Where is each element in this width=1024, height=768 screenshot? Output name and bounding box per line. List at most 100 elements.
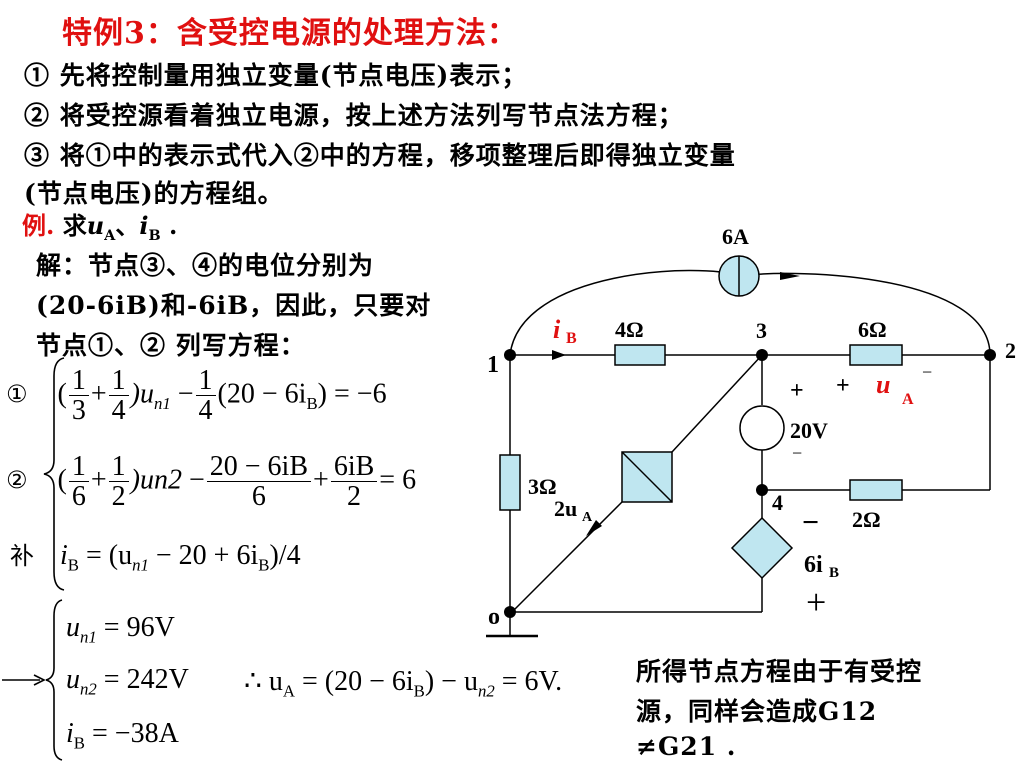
eq3-a-sub: B <box>67 555 79 575</box>
dependent-voltage-source-6ib <box>730 516 794 580</box>
eq1-frac-3-num: 1 <box>195 366 216 397</box>
node-0-dot <box>504 606 516 618</box>
arrow-6a <box>780 272 800 280</box>
solution-line-3: 节点①、② 列写方程： <box>36 331 306 360</box>
resistor-4ohm <box>614 344 666 366</box>
label-minus-4: − <box>802 506 819 539</box>
eq2-rhs: = 6 <box>379 464 417 496</box>
node-2-dot <box>984 349 996 361</box>
final-a: ∴ u <box>244 666 283 697</box>
eq3-a: i <box>60 540 68 571</box>
label-node-3: 3 <box>756 318 767 343</box>
eq1-plus: + <box>90 378 107 410</box>
eq2-frac-3-num: 20 − 6iB <box>206 452 312 483</box>
example-end: . <box>160 211 178 240</box>
eq1-label: ① <box>6 380 28 409</box>
example-var1: u <box>86 211 105 240</box>
eq1-tail-sub: B <box>306 393 318 413</box>
example-var2-sub: B <box>148 226 161 244</box>
eq1-frac-3-den: 4 <box>198 395 213 427</box>
note-line-1: 所得节点方程由于有受控 <box>636 657 923 686</box>
result-un2-sub: n2 <box>80 679 97 699</box>
label-ib: i <box>553 315 561 344</box>
resistor-6ohm <box>849 344 903 366</box>
resistor-2ohm <box>849 479 903 501</box>
eq1-frac-2-den: 4 <box>111 395 126 427</box>
example-sep: 、 <box>115 211 140 240</box>
label-minus-20v: − <box>792 443 802 463</box>
result-un1-var: u <box>66 612 80 643</box>
step-2: ② 将受控源看着独立电源，按上述方法列写节点法方程； <box>24 101 684 130</box>
eq1-tail: (20 − 6i <box>217 378 307 410</box>
eq2-label: ② <box>6 466 28 495</box>
label-node-2: 2 <box>1005 338 1016 363</box>
label-node-1: 1 <box>487 352 499 378</box>
note-line-3: ≠G21 . <box>636 732 737 761</box>
label-plus-ua: + <box>836 373 850 399</box>
label-2ua: 2u <box>554 496 577 521</box>
eq1-open: ( <box>57 378 67 410</box>
eq2-minus: − <box>181 464 205 496</box>
eq3-b: = (u <box>78 540 133 571</box>
final-c: ) − u <box>424 666 478 697</box>
result-un2: un2 = 242V <box>66 664 189 700</box>
eq2-frac-3-den: 6 <box>251 481 266 513</box>
example-ask: 求 <box>54 211 87 240</box>
result-un1-sub: n1 <box>80 627 97 647</box>
label-3ohm: 3Ω <box>528 474 557 499</box>
equation-brace <box>43 357 65 591</box>
eq2-frac-1-den: 6 <box>71 481 86 513</box>
final-b-sub: B <box>413 681 425 701</box>
label-node-0: o <box>488 604 500 630</box>
label-6ib: 6i <box>804 552 823 578</box>
eq2-plus: + <box>90 464 107 496</box>
label-2ohm: 2Ω <box>852 507 881 532</box>
eq1-rhs: ) = −6 <box>317 378 387 410</box>
label-4ohm: 4Ω <box>615 317 644 342</box>
example-line: 例. 求uA、iB . <box>22 206 177 244</box>
result-ib-sub: B <box>73 733 85 753</box>
eq3-b-sub: n1 <box>132 555 149 575</box>
node-3-dot <box>756 349 768 361</box>
result-un2-val: = 242V <box>96 664 189 695</box>
result-un2-var: u <box>66 664 80 695</box>
label-6ohm: 6Ω <box>858 317 887 342</box>
result-ib-val: = −38A <box>84 718 179 749</box>
node-1-dot <box>504 349 516 361</box>
eq2-frac-4-den: 2 <box>347 481 362 513</box>
node-4-dot <box>756 484 768 496</box>
arrow-ib <box>552 350 566 360</box>
result-ib: iB = −38A <box>66 718 179 754</box>
example-label: 例. <box>22 211 55 240</box>
slide-title: 特例3：含受控电源的处理方法： <box>62 16 518 51</box>
eq2-frac-4-num: 6iB <box>330 452 378 483</box>
label-plus-bottom: + <box>806 582 826 622</box>
label-ua-sub: A <box>902 391 914 408</box>
label-2ua-sub: A <box>582 510 593 525</box>
eq3-c-sub: B <box>258 555 270 575</box>
label-6ib-sub: B <box>829 565 839 581</box>
final-a-sub: A <box>282 681 295 701</box>
results-brace-arrow <box>2 599 63 761</box>
final-ua: ∴ uA = (20 − 6iB) − un2 = 6V. <box>244 664 562 702</box>
eq1-frac-1-num: 1 <box>68 366 89 397</box>
label-ib-sub: B <box>566 330 577 347</box>
example-var2: i <box>139 211 149 240</box>
eq3-d: )/4 <box>269 540 301 571</box>
step-3: ③ 将①中的表示式代入②中的方程，移项整理后即得独立变量 <box>24 141 736 170</box>
eq1-minus: − <box>170 378 194 410</box>
eq2-open: ( <box>57 464 67 496</box>
eq2-frac-1-num: 1 <box>68 452 89 483</box>
eq3-c: − 20 + 6i <box>148 540 259 571</box>
label-ua: u <box>876 370 890 399</box>
example-var1-sub: A <box>104 226 116 244</box>
label-node-4: 4 <box>772 490 783 515</box>
label-6a: 6A <box>722 224 749 249</box>
label-plus-20v: + <box>790 378 804 404</box>
